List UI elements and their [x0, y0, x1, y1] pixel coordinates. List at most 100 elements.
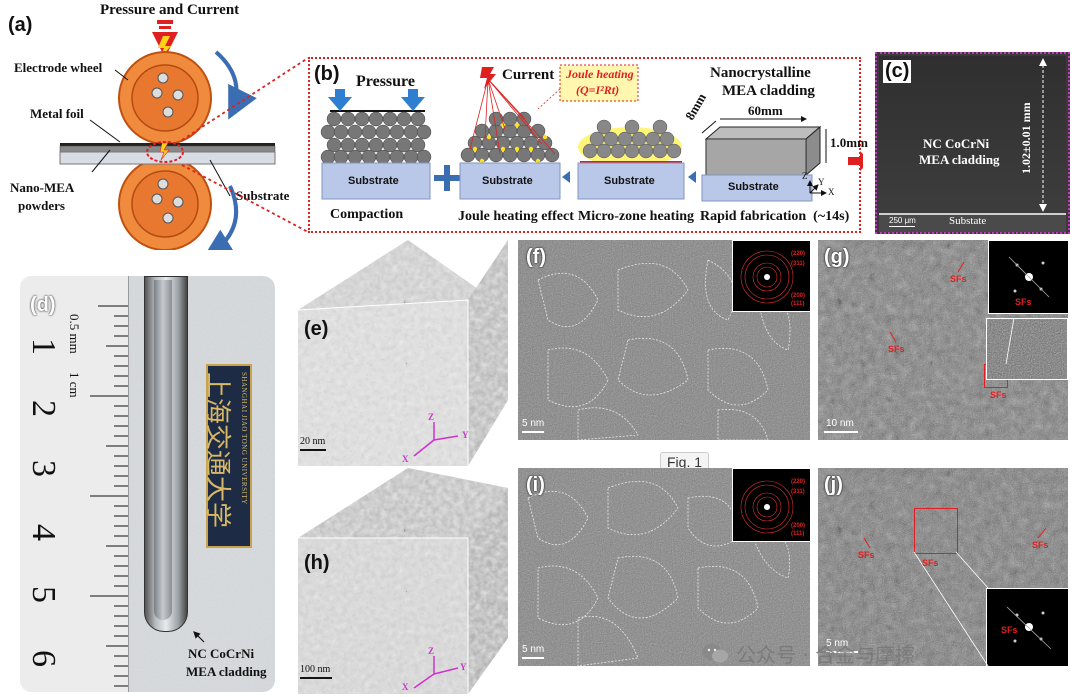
step4-substrate: Substrate	[728, 181, 779, 193]
e-x-label: X	[402, 454, 409, 464]
g-sfs-2: SFs	[888, 344, 905, 354]
c-scale-label: 250 μm	[889, 216, 916, 225]
g-zoom-inset	[986, 318, 1068, 380]
c-substrate: Substate	[949, 215, 987, 227]
c-thickness: 1.02±0.01 mm	[1019, 102, 1033, 174]
step-rapid: Rapid fabrication (~14s)	[700, 209, 850, 224]
wechat-icon	[702, 644, 728, 663]
f-fft-311: (311)	[791, 261, 805, 267]
panel-j-label: (j)	[824, 474, 843, 496]
e-y-label: Y	[462, 430, 469, 440]
step3-substrate: Substrate	[604, 175, 655, 187]
panel-a: (a) Pressure and Current Electrode wheel…	[0, 0, 300, 250]
c-line1: NC CoCrNi	[923, 136, 990, 151]
watermark-text: 公众号 · 合金与摩擦	[736, 642, 916, 667]
axis-y-label: Y	[818, 177, 825, 187]
h-z-label: Z	[428, 646, 435, 656]
ruler-ticks	[90, 305, 128, 687]
nano-mea-label: Nano-MEA	[10, 180, 75, 195]
panel-d-label: (d)	[30, 294, 56, 316]
h-scale-label: 100 nm	[300, 664, 331, 675]
panel-c-label: (c)	[883, 60, 912, 83]
g-fft-inset: SFs	[988, 240, 1068, 314]
process-schematic	[320, 64, 863, 202]
j-zoom-box	[914, 508, 958, 554]
j-sfs-2: SFs	[922, 558, 939, 568]
i-fft-200: (200)	[791, 523, 806, 529]
c-line2: MEA cladding	[919, 152, 1000, 167]
panel-h: (h) 100 nm X Y Z	[298, 468, 508, 694]
j-fft-inset: SFs	[986, 588, 1068, 666]
h-x-label: X	[402, 682, 409, 692]
pressure-label: Pressure	[356, 73, 415, 90]
g-sfs-1: SFs	[950, 274, 967, 284]
panel-d: 0.5 mm 1 cm 1 2 3 4 5 6 (d) SHANGHAI JIA…	[20, 276, 275, 692]
j-fft-pattern	[1006, 606, 1052, 650]
i-fft-rings	[740, 480, 794, 534]
g-arrows	[824, 261, 1015, 433]
panel-e-label: (e)	[304, 318, 329, 340]
d-caption1: NC CoCrNi	[188, 646, 255, 661]
axis-x-label: X	[828, 187, 835, 197]
i-fft-311: (311)	[791, 489, 805, 495]
i-fft-111: (111)	[791, 531, 805, 537]
j-fft-sfs: SFs	[1001, 625, 1018, 635]
i-fft-inset: (220) (311) (200) (111)	[732, 468, 810, 542]
thickness-arrow	[1039, 58, 1047, 212]
step-microzone: Micro-zone heating	[578, 209, 694, 224]
f-scale-label: 5 nm	[522, 418, 545, 429]
dim-60-label: 60mm	[748, 103, 783, 118]
dim-1-label: 1.0mm	[830, 135, 868, 150]
panel-i: (220) (311) (200) (111) (i) 5 nm	[518, 468, 810, 666]
i-fft-220: (220)	[791, 479, 806, 485]
joule-title: Joule heating	[566, 67, 634, 81]
f-fft-200: (200)	[791, 293, 806, 299]
step-joule: Joule heating effect	[458, 209, 574, 224]
j-sfs-3: SFs	[1032, 540, 1049, 550]
substrate-label-a: Substrate	[236, 188, 290, 203]
panel-b-label: (b)	[314, 63, 340, 85]
panel-a-label: (a)	[8, 14, 33, 36]
h-y-label: Y	[460, 662, 467, 672]
step-compaction: Compaction	[330, 207, 404, 222]
joule-formula: (Q=I²Rt)	[576, 83, 620, 97]
d-caption2: MEA cladding	[186, 664, 267, 679]
panel-h-label: (h)	[304, 552, 330, 574]
electrode-wheel-label: Electrode wheel	[14, 60, 103, 75]
e-z-label: Z	[428, 412, 435, 422]
panel-g: SFs SFs SFs SFs (g) 10 nm	[818, 240, 1068, 440]
g-fft-pattern	[1008, 256, 1050, 298]
pressure-current-label: Pressure and Current	[100, 2, 240, 18]
i-scale-label: 5 nm	[522, 644, 545, 655]
step2-substrate: Substrate	[482, 175, 533, 187]
e-scale-label: 20 nm	[300, 436, 326, 447]
g-scale-label: 10 nm	[826, 418, 854, 429]
f-fft-111: (111)	[791, 301, 805, 307]
powders-label: powders	[18, 198, 65, 213]
panel-e: (e) 20 nm X Y Z	[298, 240, 508, 466]
g-fft-sfs: SFs	[1015, 297, 1032, 307]
panel-i-label: (i)	[526, 474, 545, 496]
university-badge	[206, 364, 252, 548]
h-cube	[298, 468, 508, 694]
f-fft-rings	[740, 250, 794, 304]
current-label: Current	[502, 67, 555, 83]
watermark: 公众号 · 合金与摩擦	[700, 638, 915, 668]
panel-c: (c) NC CoCrNi MEA cladding 1.02±0.01 mm …	[875, 52, 1070, 234]
figure-caption: Fig. 1	[660, 452, 710, 472]
f-fft-inset: (220) (311) (200) (111)	[732, 240, 810, 312]
e-cube	[298, 240, 508, 466]
j-arrows	[826, 527, 1047, 666]
metal-foil-label: Metal foil	[30, 106, 84, 121]
j-scale-label: 5 nm	[826, 638, 849, 649]
panel-f: (220) (311) (200) (111) (f) 5 nm	[518, 240, 810, 440]
nano-title-2: MEA cladding	[722, 83, 815, 99]
panel-j: SFs SFs SFs SFs (j) 5 nm	[818, 468, 1068, 666]
nano-title-1: Nanocrystalline	[710, 65, 811, 81]
ruler	[20, 276, 129, 692]
f-fft-220: (220)	[791, 251, 806, 257]
axis-z-label: Z	[802, 171, 808, 181]
g-sfs-3: SFs	[990, 390, 1007, 400]
panel-f-label: (f)	[526, 246, 546, 268]
panel-b: (b) Pressure Current Joule heating (Q=I²…	[308, 57, 868, 233]
